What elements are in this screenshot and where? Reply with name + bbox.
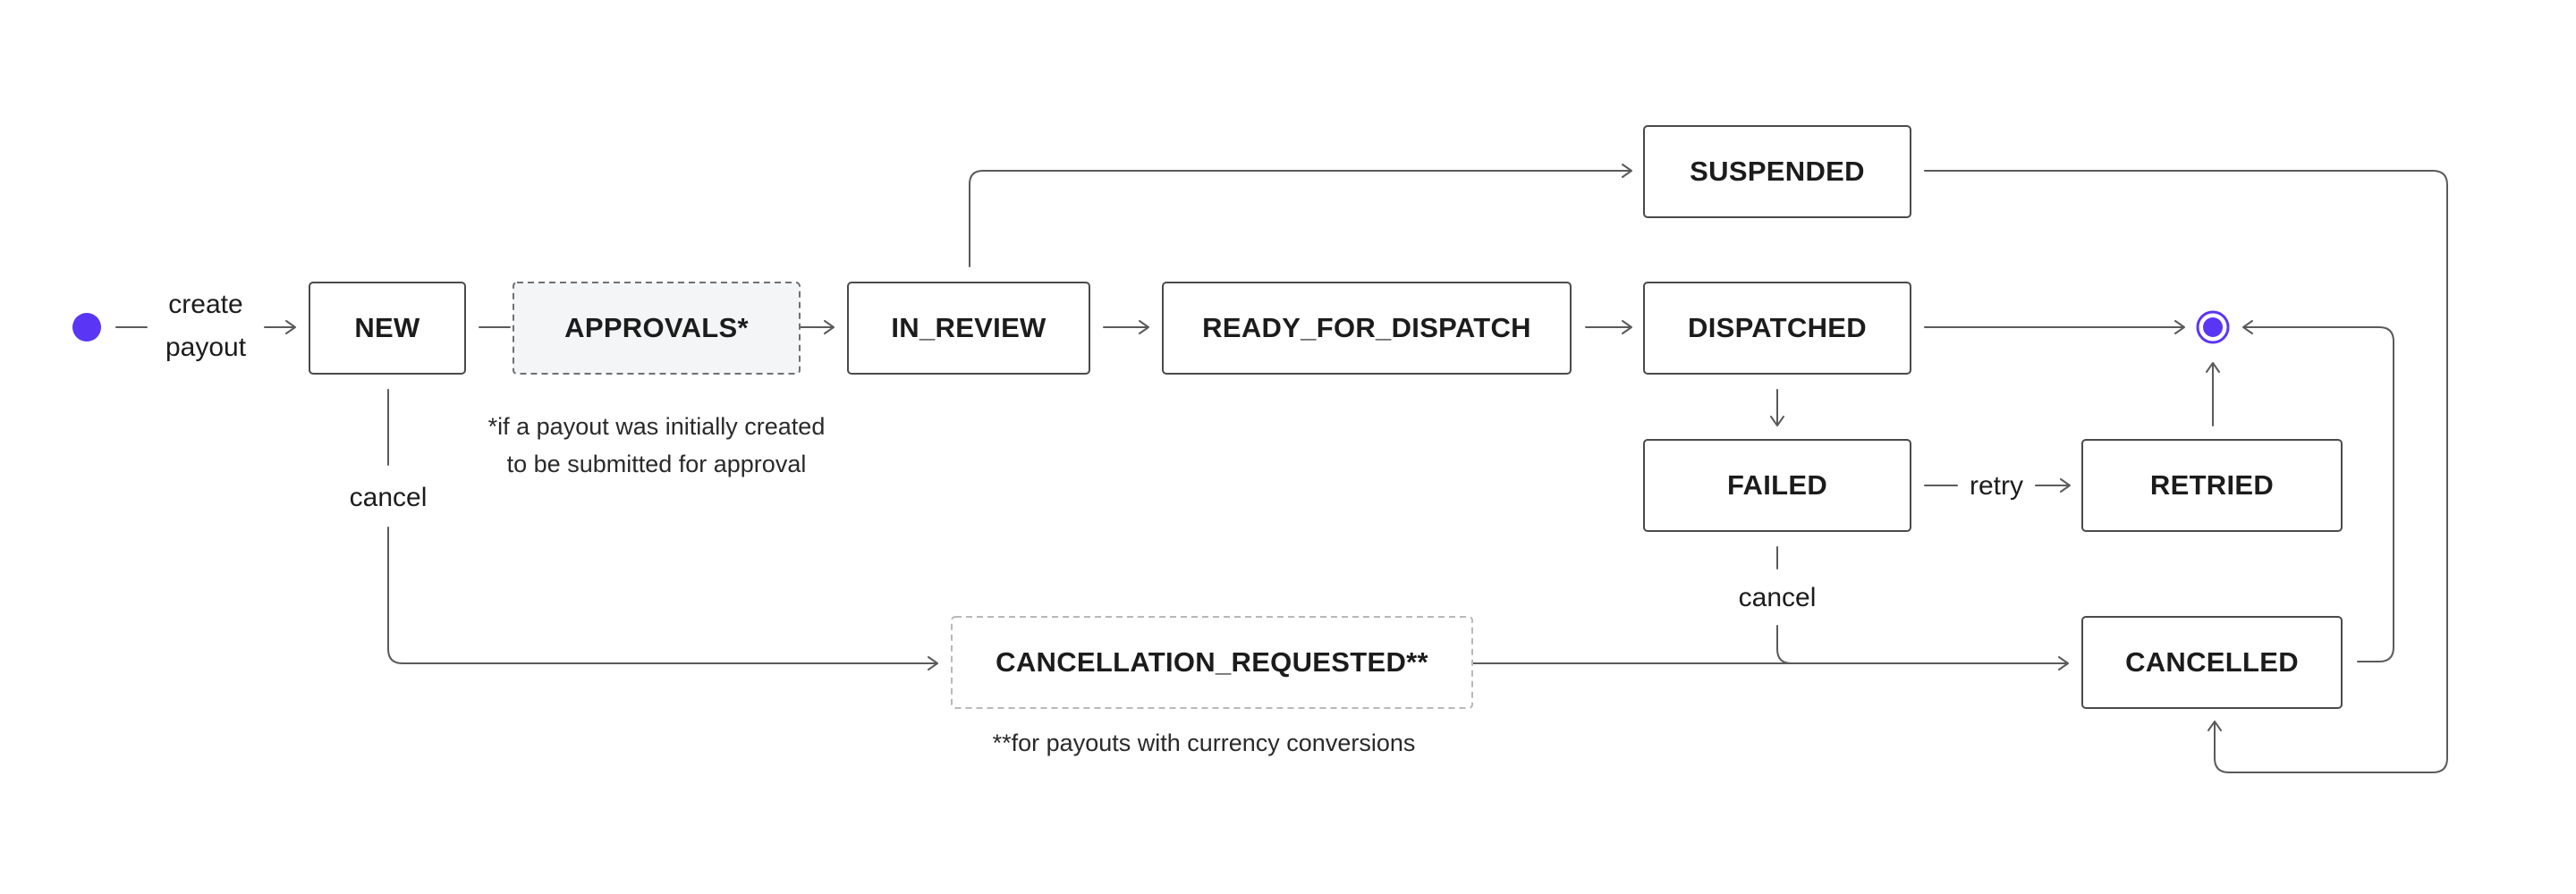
state-cancellation-requested: CANCELLATION_REQUESTED** [951,616,1473,709]
edge-label-retry: retry [1970,471,2023,501]
state-label-cancelled: CANCELLED [2125,646,2299,678]
edge-in-review-to-suspended [969,170,1631,267]
end-state-dot-icon [2203,317,2223,337]
state-label-cancellation-requested: CANCELLATION_REQUESTED** [996,646,1428,678]
arrowhead-dispatched-icon [1622,320,1632,334]
state-failed: FAILED [1643,439,1911,532]
state-label-ready-for-dispatch: READY_FOR_DISPATCH [1202,312,1531,343]
state-suspended: SUSPENDED [1643,125,1911,218]
state-label-in-review: IN_REVIEW [891,312,1046,343]
state-in-review: IN_REVIEW [847,282,1090,375]
state-label-failed: FAILED [1727,469,1827,501]
arrowhead-cancellation-requested-icon [928,656,938,670]
edge-label-cancel-failed: cancel [1739,583,1817,612]
arrowhead-cancelled-bottom-icon [2207,721,2222,731]
state-ready-for-dispatch: READY_FOR_DISPATCH [1162,282,1572,375]
arrowhead-ready-icon [1139,320,1149,334]
approvals-note-line2: to be submitted for approval [507,451,807,477]
state-cancelled: CANCELLED [2081,616,2343,709]
arrowhead-end-left-icon [2174,320,2185,334]
edge-label-cancel-new: cancel [350,483,428,512]
arrowhead-in-review-icon [824,320,835,334]
edge-failed-cancel-join [1776,625,1792,664]
arrowhead-cancelled-left-icon [2058,656,2069,670]
arrowhead-failed-icon [1770,416,1784,426]
arrowhead-end-right-icon [2242,320,2253,334]
edge-suspended-to-cancelled [1924,170,2448,773]
state-label-dispatched: DISPATCHED [1688,312,1867,343]
cancellation-note: **for payouts with currency conversions [993,730,1416,756]
state-label-new: NEW [354,312,420,343]
state-retried: RETRIED [2081,439,2343,532]
arrowhead-end-bottom-icon [2206,362,2220,373]
state-approvals: APPROVALS* [513,282,801,375]
state-dispatched: DISPATCHED [1643,282,1911,375]
edge-label-create: create [168,290,242,319]
state-label-suspended: SUSPENDED [1690,156,1865,187]
edge-label-payout: payout [165,333,247,362]
edge-new-to-cancellation-requested [387,527,936,664]
state-label-approvals: APPROVALS* [564,312,749,343]
edge-cancelled-to-end [2244,326,2394,662]
arrowhead-retried-icon [2060,478,2071,493]
state-new: NEW [309,282,466,375]
arrowhead-new-icon [285,320,296,334]
approvals-note-line1: *if a payout was initially created [488,413,826,440]
arrowhead-suspended-icon [1622,164,1632,178]
start-state-icon [72,313,101,342]
state-label-retried: RETRIED [2150,469,2274,501]
